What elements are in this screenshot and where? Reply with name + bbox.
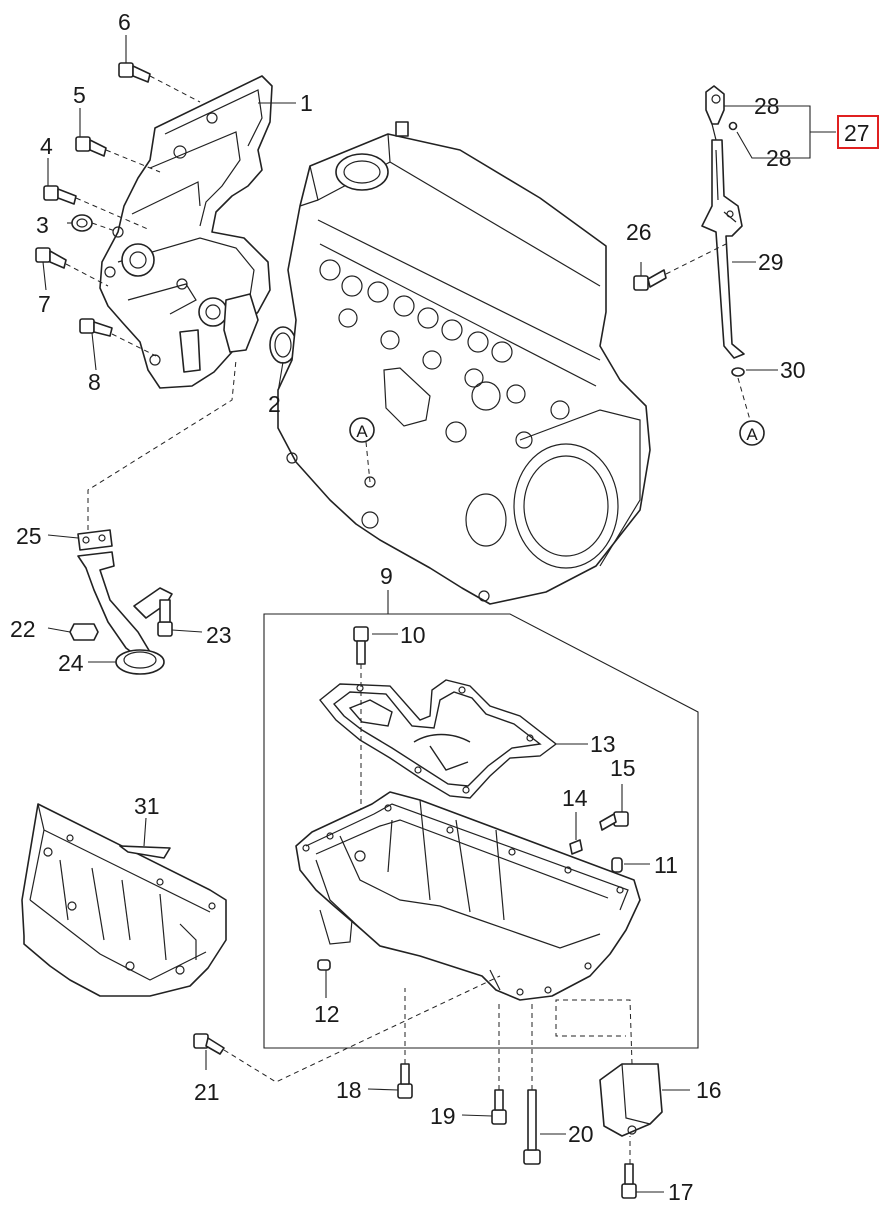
callout-29: 29 — [758, 249, 784, 275]
seal-washer[interactable] — [71, 214, 93, 232]
reference-marker-a-dipstick: A — [739, 420, 765, 446]
callout-13: 13 — [590, 731, 616, 757]
pickup-gasket[interactable] — [77, 529, 113, 551]
callout-9: 9 — [380, 563, 393, 589]
callout-28-upper: 28 — [754, 93, 780, 119]
callout-8: 8 — [88, 369, 101, 395]
callout-2: 2 — [268, 391, 281, 417]
bolt-10[interactable] — [353, 626, 369, 665]
bolt-7[interactable] — [35, 247, 67, 269]
timing-cover[interactable] — [99, 75, 273, 389]
callout-11: 11 — [654, 852, 678, 878]
callout-17: 17 — [668, 1179, 694, 1205]
callout-23: 23 — [206, 622, 232, 648]
svg-text:A: A — [356, 422, 368, 441]
callout-16: 16 — [696, 1077, 722, 1103]
dipstick-guide-tube[interactable] — [701, 139, 745, 359]
callout-12: 12 — [314, 1001, 340, 1027]
callout-28-lower: 28 — [766, 145, 792, 171]
o-ring-30[interactable] — [731, 367, 745, 377]
engine-block[interactable] — [277, 121, 651, 605]
callout-18: 18 — [336, 1077, 362, 1103]
bolt-6[interactable] — [118, 62, 151, 83]
bolt-15[interactable] — [599, 811, 629, 831]
bolt-20[interactable] — [523, 1089, 541, 1165]
bolt-8[interactable] — [79, 318, 113, 337]
callout-6: 6 — [118, 9, 131, 35]
baffle-plate-16[interactable] — [599, 1063, 663, 1137]
bolt-23[interactable] — [157, 599, 173, 637]
callout-5: 5 — [73, 82, 86, 108]
callout-4: 4 — [40, 133, 53, 159]
callout-15: 15 — [610, 755, 636, 781]
bolt-26[interactable] — [633, 269, 667, 291]
callout-24: 24 — [58, 650, 84, 676]
callout-20: 20 — [568, 1121, 594, 1147]
drain-washer-14[interactable] — [569, 839, 583, 855]
callout-14: 14 — [562, 785, 588, 811]
dowel-pin-11[interactable] — [611, 857, 623, 873]
bolt-18[interactable] — [397, 1063, 413, 1099]
bolt-5[interactable] — [75, 136, 107, 157]
reference-marker-a-block: A — [349, 417, 375, 443]
callout-26: 26 — [626, 219, 652, 245]
lower-oil-pan[interactable] — [21, 803, 227, 997]
nut-22[interactable] — [69, 623, 99, 641]
dowel-pin-12[interactable] — [317, 959, 331, 971]
dipstick-handle[interactable] — [705, 85, 725, 141]
callout-10: 10 — [400, 622, 426, 648]
callout-19: 19 — [430, 1103, 456, 1129]
callout-21: 21 — [194, 1079, 220, 1105]
callout-1: 1 — [300, 90, 313, 116]
highlight-box — [837, 115, 879, 149]
callout-7: 7 — [38, 291, 51, 317]
bolt-21[interactable] — [193, 1033, 225, 1055]
callout-22: 22 — [10, 616, 36, 642]
bolt-4[interactable] — [43, 185, 77, 205]
oil-pan-gasket[interactable] — [319, 679, 558, 799]
oil-strainer-pickup[interactable] — [77, 551, 173, 675]
callout-3: 3 — [36, 212, 49, 238]
bolt-17[interactable] — [621, 1163, 637, 1199]
upper-oil-pan[interactable] — [295, 791, 641, 1001]
bolt-19[interactable] — [491, 1089, 507, 1125]
o-ring-28-upper[interactable] — [728, 121, 738, 131]
callout-27[interactable]: 27 — [844, 120, 870, 146]
svg-text:A: A — [746, 425, 758, 444]
callout-30: 30 — [780, 357, 806, 383]
callout-31: 31 — [134, 793, 160, 819]
callout-25: 25 — [16, 523, 42, 549]
